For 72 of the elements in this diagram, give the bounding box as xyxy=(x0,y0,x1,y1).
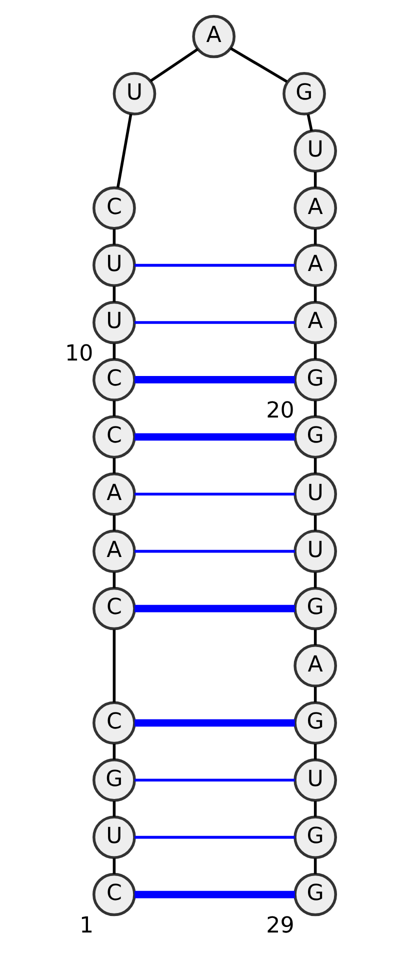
connector xyxy=(230,47,288,83)
connector xyxy=(134,321,295,324)
connector xyxy=(314,630,317,646)
node-circle: C xyxy=(92,415,136,459)
connector xyxy=(112,515,116,531)
connector xyxy=(112,344,116,360)
node-circle: G xyxy=(294,872,337,916)
node-circle: U xyxy=(294,472,337,516)
node-circle: U xyxy=(294,129,337,173)
connector xyxy=(314,400,317,416)
node-circle: C xyxy=(92,872,136,916)
connector xyxy=(112,630,116,702)
connector xyxy=(314,458,317,474)
node-circle: G xyxy=(294,415,337,459)
connector xyxy=(134,836,295,839)
node-circle: A xyxy=(192,14,236,58)
node-circle: G xyxy=(294,358,337,402)
connector xyxy=(134,492,295,496)
connector xyxy=(116,114,132,188)
connector xyxy=(134,376,295,384)
node-circle: A xyxy=(92,472,136,516)
connector xyxy=(112,229,116,245)
connector xyxy=(314,515,317,531)
node-circle: U xyxy=(112,72,156,116)
connector xyxy=(112,286,116,302)
node-circle: U xyxy=(294,530,337,573)
node-label: 29 xyxy=(266,912,294,939)
node-circle: G xyxy=(294,586,337,630)
connector xyxy=(314,801,317,817)
node-circle: A xyxy=(294,644,337,688)
node-circle: G xyxy=(294,816,337,859)
node-circle: A xyxy=(294,300,337,344)
connector xyxy=(134,719,295,727)
node-label: 1 xyxy=(79,912,94,939)
node-circle: U xyxy=(92,816,136,859)
connector xyxy=(306,114,313,132)
node-circle: A xyxy=(294,186,337,230)
node-circle: C xyxy=(92,701,136,745)
node-circle: C xyxy=(92,186,136,230)
connector xyxy=(314,286,317,302)
connector xyxy=(134,264,295,267)
node-circle: U xyxy=(294,758,337,802)
connector xyxy=(314,744,317,760)
connector xyxy=(134,604,295,612)
node-circle: G xyxy=(282,72,326,116)
node-circle: C xyxy=(92,358,136,402)
node-circle: G xyxy=(92,758,136,802)
connector xyxy=(134,433,295,441)
node-circle: U xyxy=(92,300,136,344)
connector xyxy=(314,344,317,360)
connector xyxy=(112,458,116,474)
connector xyxy=(314,229,317,245)
node-circle: A xyxy=(294,244,337,287)
connector xyxy=(314,172,317,188)
node-circle: U xyxy=(92,244,136,287)
connector xyxy=(314,858,317,874)
connector xyxy=(150,48,199,82)
connector xyxy=(112,801,116,817)
connector xyxy=(112,572,116,588)
node-label: 20 xyxy=(266,398,294,424)
connector xyxy=(112,400,116,416)
node-circle: C xyxy=(92,586,136,630)
node-circle: A xyxy=(92,530,136,573)
connector xyxy=(134,550,295,553)
node-circle: G xyxy=(294,701,337,745)
connector xyxy=(314,686,317,702)
node-label: 10 xyxy=(65,340,94,367)
connector xyxy=(112,858,116,874)
connector xyxy=(134,890,295,898)
connector xyxy=(134,778,295,782)
connector xyxy=(112,744,116,760)
connector xyxy=(314,572,317,588)
